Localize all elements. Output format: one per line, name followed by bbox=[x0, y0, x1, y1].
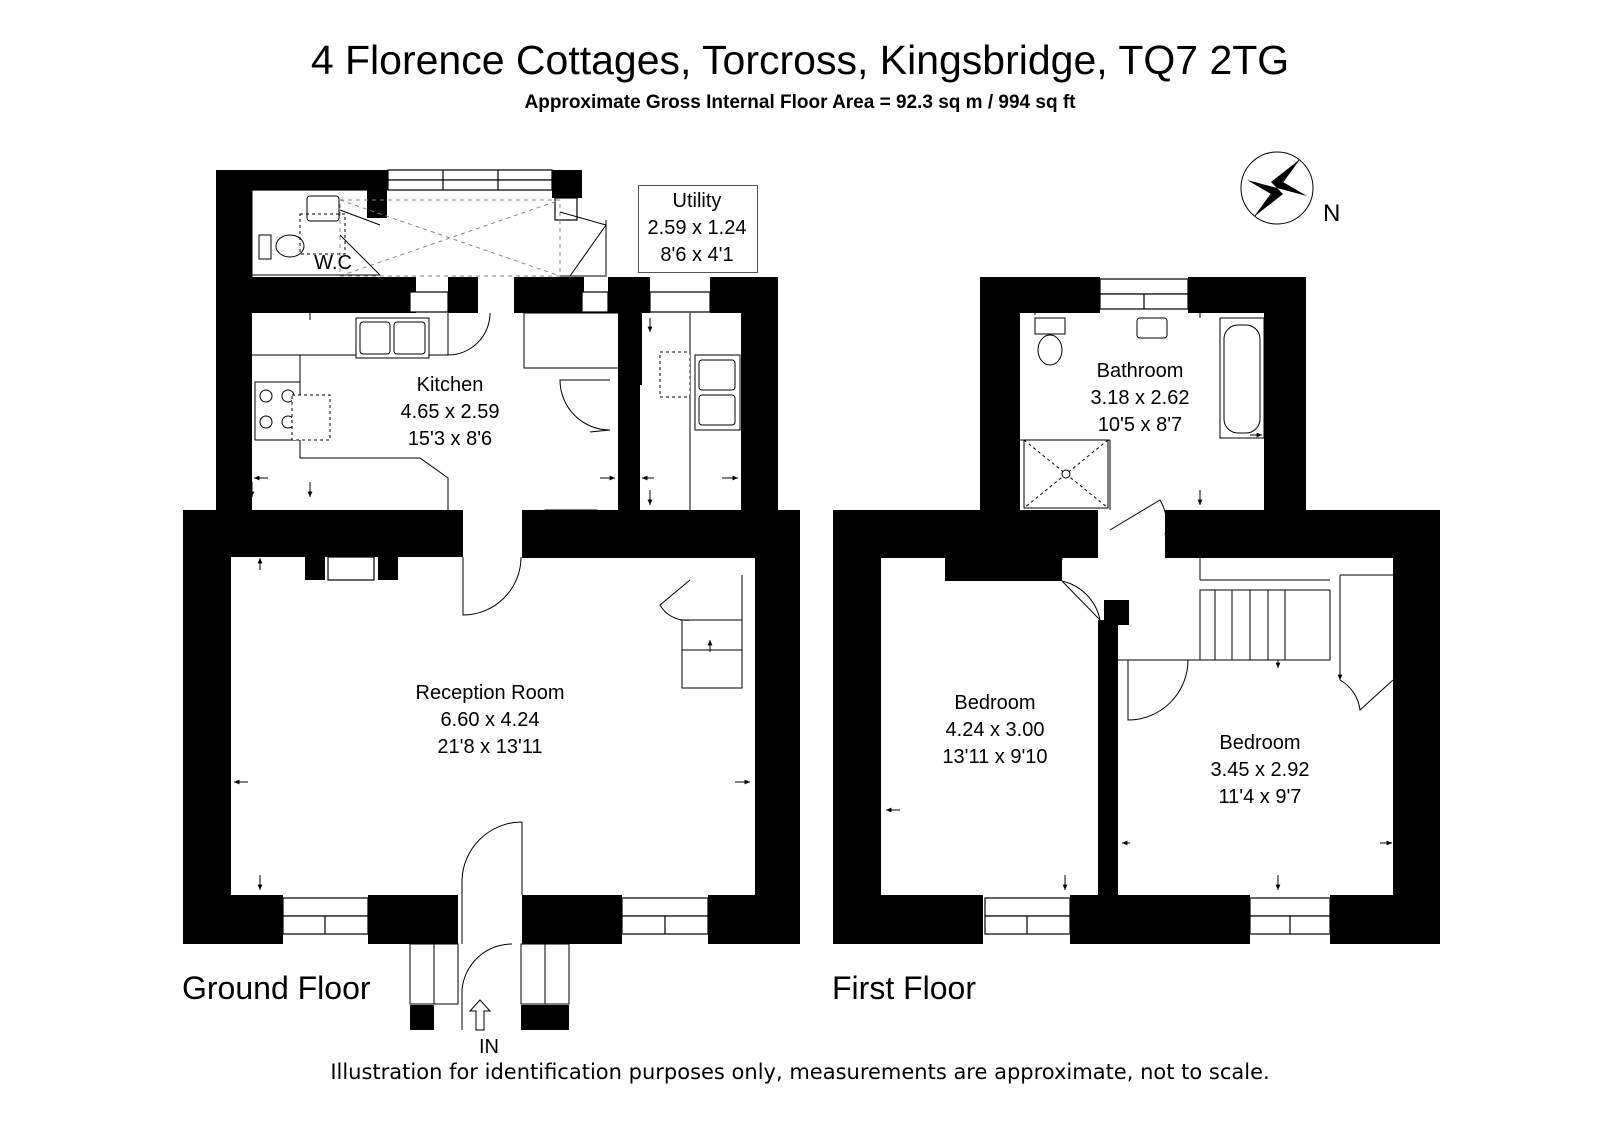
compass-north-label: N bbox=[1323, 200, 1341, 227]
room-metric: 6.60 x 4.24 bbox=[440, 709, 540, 731]
ground-dimension-arrows bbox=[234, 305, 750, 890]
first-floor-windows bbox=[984, 278, 1331, 935]
first-floor-dimension-arrows bbox=[886, 302, 1392, 890]
room-imperial: 21'8 x 13'11 bbox=[437, 736, 543, 758]
porch bbox=[410, 1005, 569, 1030]
plan-title: 4 Florence Cottages, Torcross, Kingsbrid… bbox=[310, 37, 1290, 83]
room-name: Utility bbox=[672, 190, 722, 212]
room-label-utility: Utility 2.59 x 1.24 8'6 x 4'1 bbox=[633, 188, 761, 269]
ground-floor-plan bbox=[183, 169, 800, 1031]
kitchen-windows bbox=[250, 169, 711, 313]
first-floor-lines bbox=[1020, 439, 1393, 680]
floor-area-subtitle: Approximate Gross Internal Floor Area = … bbox=[524, 92, 1076, 113]
room-name: Bathroom bbox=[1096, 360, 1184, 382]
entrance-arrow bbox=[468, 999, 492, 1031]
room-metric: 3.18 x 2.62 bbox=[1090, 387, 1190, 409]
reception-walls bbox=[183, 510, 800, 944]
room-label-bedroom-1: Bedroom 4.24 x 3.00 13'11 x 9'10 bbox=[920, 690, 1070, 771]
first-floor-label: First Floor bbox=[832, 970, 976, 1006]
lean-to-outline bbox=[339, 199, 561, 277]
room-label-reception: Reception Room 6.60 x 4.24 21'8 x 13'11 bbox=[390, 680, 590, 761]
first-floor-doors bbox=[1061, 499, 1394, 721]
porch-outline bbox=[409, 943, 570, 1030]
room-name: Kitchen bbox=[416, 374, 484, 396]
first-floor-walls bbox=[833, 277, 1440, 944]
utility-label-box bbox=[638, 185, 758, 273]
ground-doors bbox=[339, 209, 691, 944]
room-label-bathroom: Bathroom 3.18 x 2.62 10'5 x 8'7 bbox=[1070, 358, 1210, 439]
room-metric: 2.59 x 1.24 bbox=[647, 217, 747, 239]
room-name: Reception Room bbox=[415, 682, 565, 704]
room-metric: 4.65 x 2.59 bbox=[400, 401, 500, 423]
room-imperial: 11'4 x 9'7 bbox=[1218, 786, 1302, 808]
compass-icon bbox=[1240, 151, 1314, 225]
kitchen-fixtures bbox=[254, 317, 741, 441]
reception-windows bbox=[282, 556, 709, 935]
room-metric: 4.24 x 3.00 bbox=[945, 719, 1045, 741]
room-name: W.C bbox=[314, 252, 352, 274]
entrance-label: IN bbox=[479, 1036, 499, 1058]
room-label-wc: W.C bbox=[303, 250, 363, 277]
room-name: Bedroom bbox=[954, 692, 1036, 714]
room-label-bedroom-2: Bedroom 3.45 x 2.92 11'4 x 9'7 bbox=[1190, 730, 1330, 811]
bathroom-fixtures bbox=[1023, 317, 1265, 509]
room-imperial: 8'6 x 4'1 bbox=[660, 244, 734, 266]
kitchen-walls bbox=[216, 170, 778, 558]
room-imperial: 13'11 x 9'10 bbox=[942, 746, 1048, 768]
room-imperial: 15'3 x 8'6 bbox=[407, 428, 493, 450]
first-floor-plan bbox=[833, 277, 1440, 944]
room-imperial: 10'5 x 8'7 bbox=[1097, 414, 1183, 436]
disclaimer: Illustration for identification purposes… bbox=[330, 1060, 1270, 1084]
room-metric: 3.45 x 2.92 bbox=[1210, 759, 1310, 781]
ground-floor-label: Ground Floor bbox=[182, 970, 371, 1006]
wc-fixtures bbox=[258, 195, 346, 260]
room-label-kitchen: Kitchen 4.65 x 2.59 15'3 x 8'6 bbox=[380, 372, 520, 453]
room-name: Bedroom bbox=[1219, 732, 1301, 754]
